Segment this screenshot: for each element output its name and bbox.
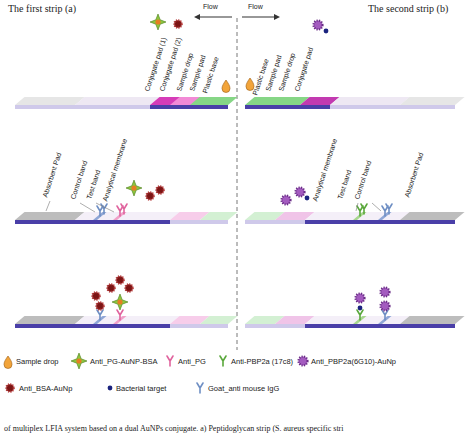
- part-label: Test band: [85, 169, 101, 200]
- part-label: Absorbent Pad: [41, 152, 62, 198]
- flow-label: Flow: [203, 3, 218, 10]
- part-label: Conjugate pad: [293, 47, 314, 92]
- legend-label: Bacterial target: [116, 385, 166, 393]
- legend-label: Anti_PG-AuNP-BSA: [90, 358, 158, 366]
- part-label: Analytical membrane: [101, 138, 128, 202]
- caption: of multiplex LFIA system based on a dual…: [4, 425, 344, 433]
- legend-label: Sample drop: [16, 358, 59, 366]
- panel-title: The first strip (a): [8, 4, 76, 14]
- part-label: Control band: [353, 160, 372, 200]
- legend-label: Anti_PG: [178, 358, 206, 366]
- legend-label: Anti_PBP2a(6G10)-AuNp: [311, 358, 396, 366]
- legend-label: Anti_BSA-AuNp: [19, 385, 72, 393]
- flow-label: Flow: [248, 3, 263, 10]
- part-label: Analytical membrane: [311, 138, 338, 202]
- legend-label: Anti-PBP2a (17c8): [231, 358, 293, 366]
- panel-title: The second strip (b): [368, 4, 448, 14]
- part-label: Absorbent Pad: [403, 152, 424, 198]
- legend-label: Goat_anti mouse IgG: [208, 385, 279, 393]
- part-label: Test band: [336, 169, 352, 200]
